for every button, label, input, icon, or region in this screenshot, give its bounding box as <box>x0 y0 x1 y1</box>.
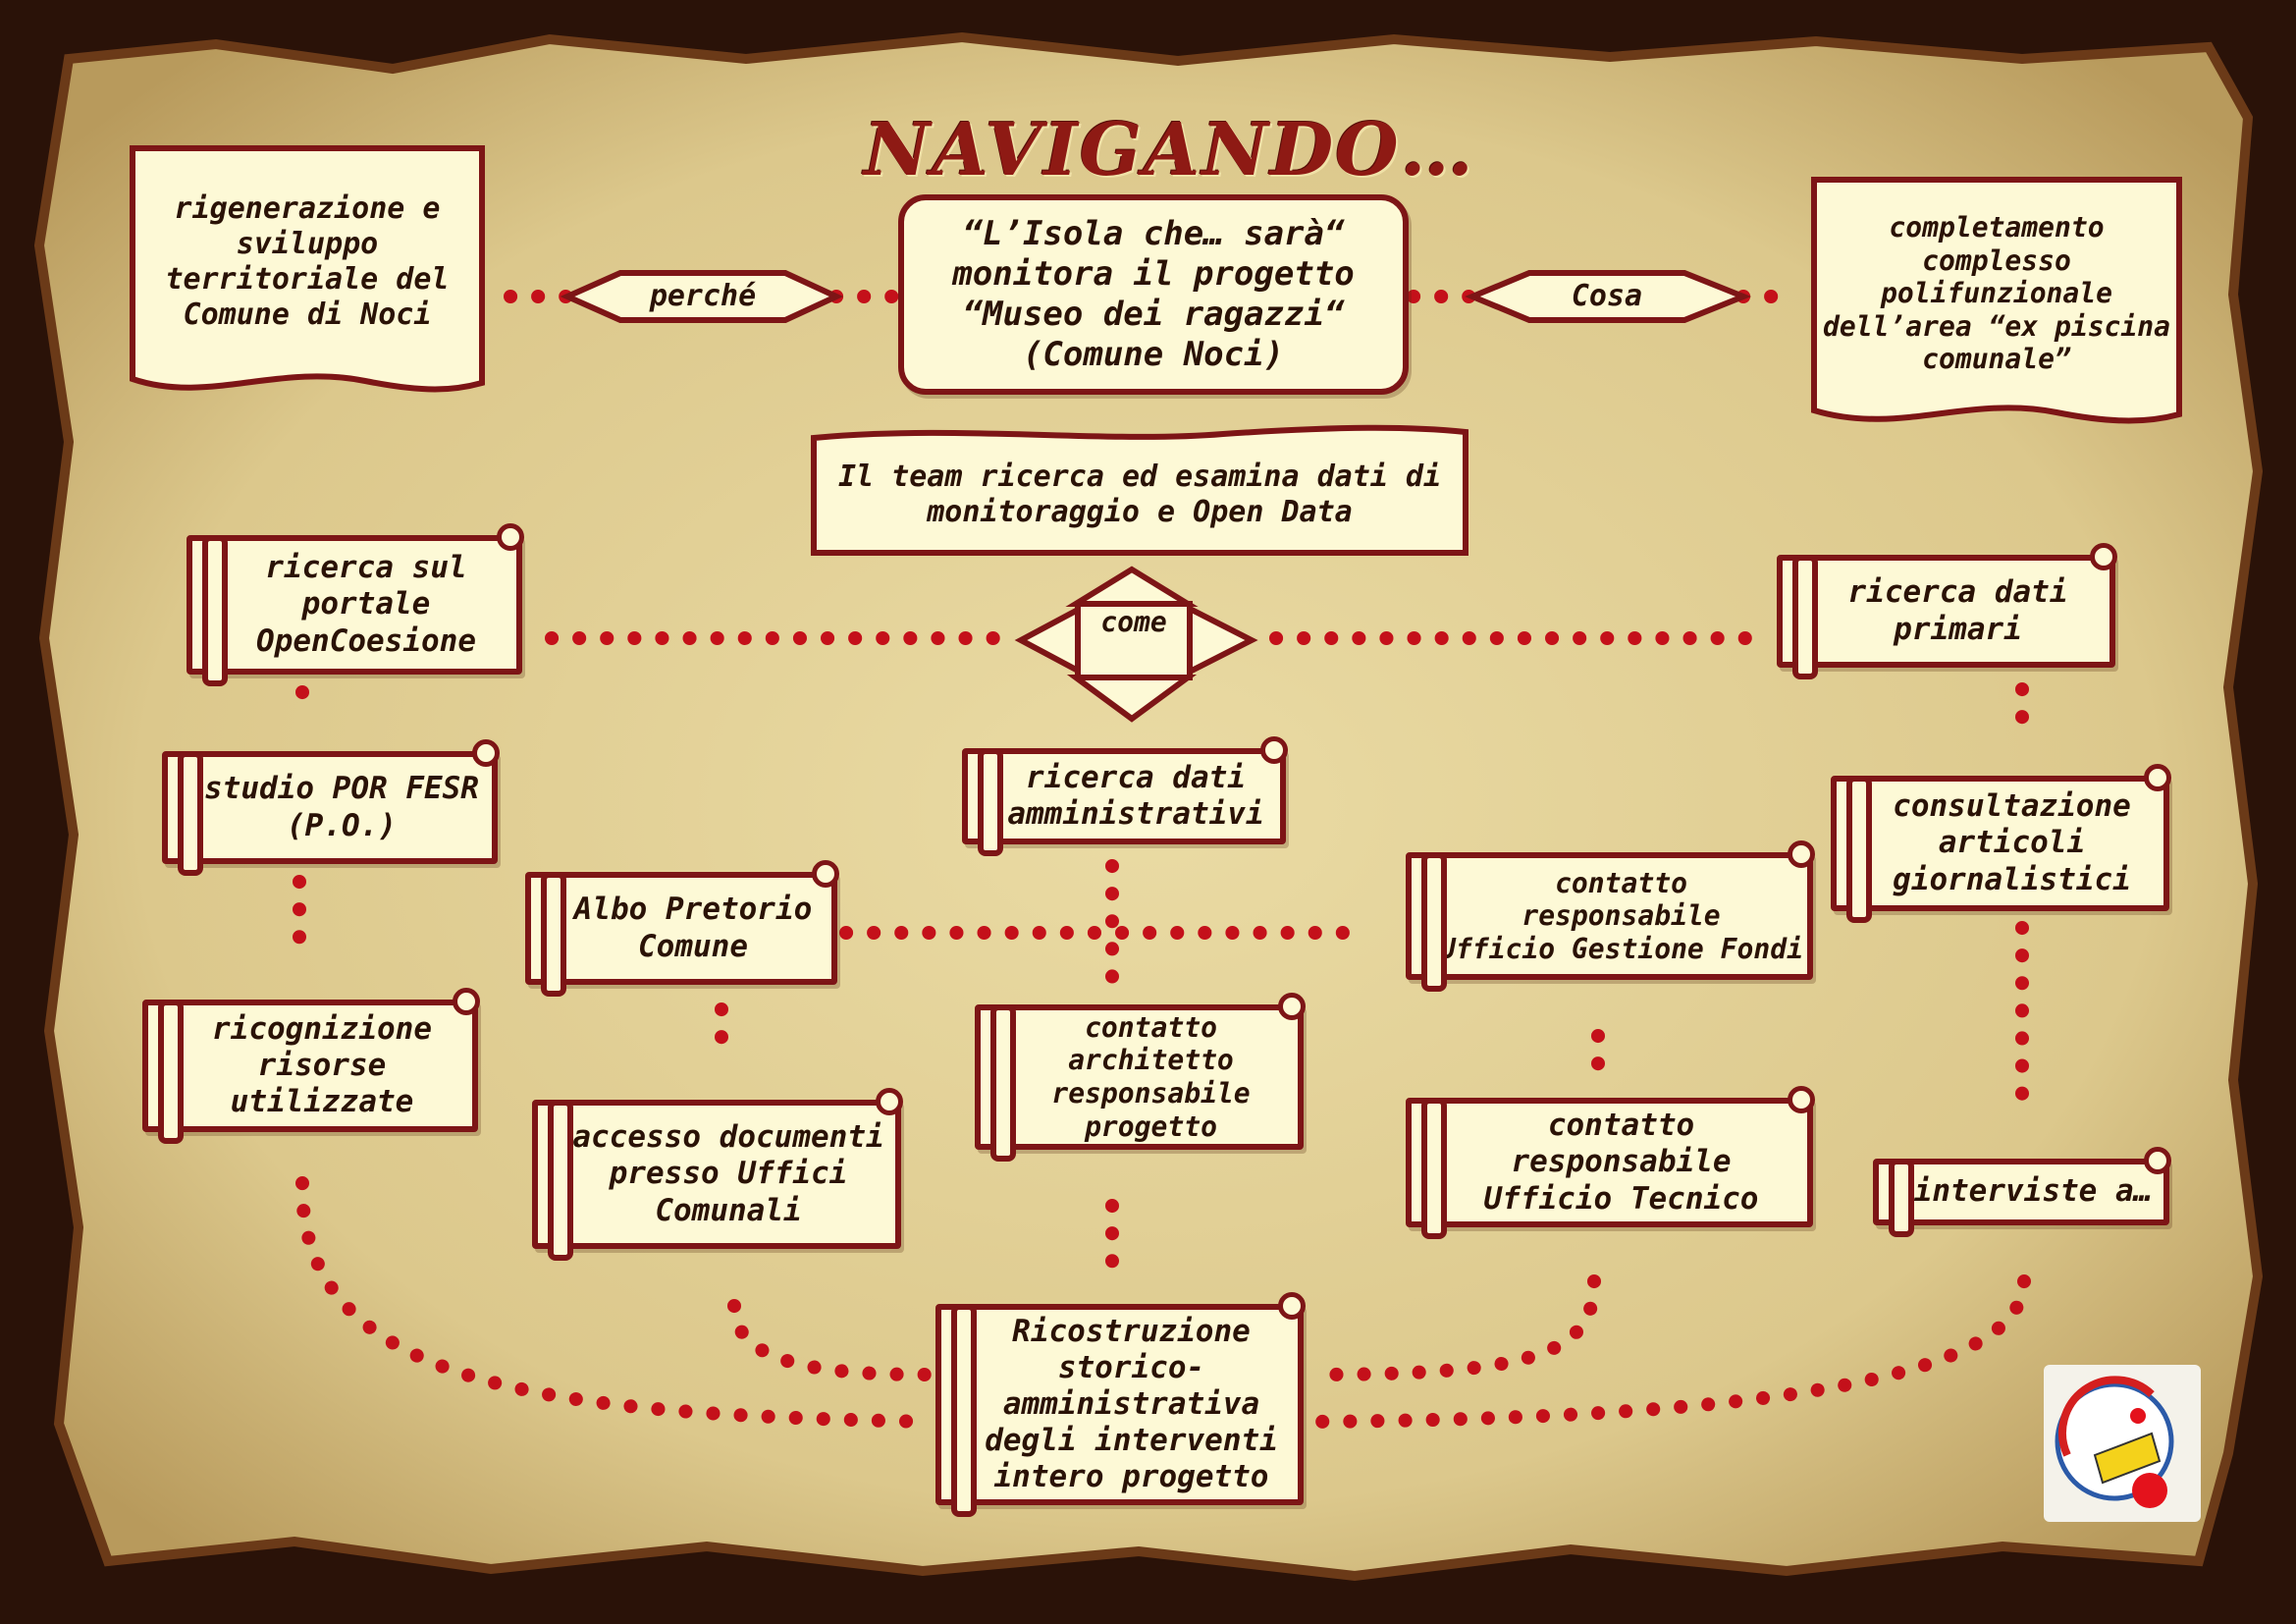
node-por-fesr-text: studio POR FESR (P.O.) <box>204 771 479 843</box>
node-ricognizione: ricognizione risorse utilizzate <box>142 988 480 1144</box>
node-gestione-fondi: contatto responsabile Ufficio Gestione F… <box>1406 840 1815 992</box>
right-document-text: completamento complesso polifunzionale d… <box>1822 211 2170 376</box>
node-opencoesione-text: ricerca sul portale OpenCoesione <box>256 550 476 659</box>
team-banner-text: Il team ricerca ed esamina dati di monit… <box>837 460 1442 529</box>
team-banner: Il team ricerca ed esamina dati di monit… <box>811 424 1468 556</box>
left-document-box: rigenerazione e sviluppo territoriale de… <box>130 145 485 393</box>
come-label: come <box>1100 606 1167 638</box>
node-por-fesr: studio POR FESR (P.O.) <box>162 739 500 876</box>
node-gestione-fondi-text: contatto responsabile Ufficio Gestione F… <box>1439 866 1803 965</box>
team-banner-wave <box>811 424 1468 449</box>
node-opencoesione: ricerca sul portale OpenCoesione <box>187 523 524 686</box>
node-accesso-documenti: accesso documenti presso Uffici Comunali <box>532 1088 903 1261</box>
node-ufficio-tecnico-text: contatto responsabile Ufficio Tecnico <box>1483 1108 1759 1217</box>
perche-label: perché <box>649 279 757 313</box>
node-dati-primari: ricerca dati primari <box>1777 543 2117 679</box>
cosa-label: Cosa <box>1571 279 1643 313</box>
left-document-text: rigenerazione e sviluppo territoriale de… <box>165 191 450 332</box>
node-ricostruzione-text: Ricostruzione storico- amministrativa de… <box>985 1313 1278 1495</box>
isola-logo <box>2044 1365 2201 1522</box>
isola-logo-icon <box>2055 1376 2174 1508</box>
node-albo-pretorio-text: Albo Pretorio Comune <box>573 892 813 964</box>
node-dati-amministrativi: ricerca dati amministrativi <box>962 736 1288 856</box>
node-dati-amministrativi-text: ricerca dati amministrativi <box>1007 759 1264 832</box>
right-document-box: completamento complesso polifunzionale d… <box>1811 177 2182 424</box>
node-ufficio-tecnico: contatto responsabile Ufficio Tecnico <box>1406 1086 1815 1239</box>
node-ricostruzione: Ricostruzione storico- amministrativa de… <box>935 1292 1306 1517</box>
node-ricognizione-text: ricognizione risorse utilizzate <box>212 1010 432 1120</box>
node-accesso-documenti-text: accesso documenti presso Uffici Comunali <box>572 1119 884 1228</box>
node-articoli-text: consultazione articoli giornalistici <box>1893 788 2131 897</box>
node-albo-pretorio: Albo Pretorio Comune <box>525 860 839 997</box>
center-project-text: “L’Isola che… sarà“ monitora il progetto… <box>952 214 1355 374</box>
node-architetto: contatto architetto responsabile progett… <box>975 993 1306 1162</box>
node-dati-primari-text: ricerca dati primari <box>1847 574 2068 647</box>
diagram-title: NAVIGANDO… <box>864 108 1475 192</box>
node-architetto-text: contatto architetto responsabile progett… <box>1051 1010 1251 1143</box>
node-articoli: consultazione articoli giornalistici <box>1831 764 2171 923</box>
node-interviste: interviste a… <box>1873 1147 2171 1237</box>
center-project-box: “L’Isola che… sarà“ monitora il progetto… <box>898 194 1409 395</box>
right-document-wave <box>1811 395 2182 424</box>
left-document-wave <box>130 363 485 393</box>
node-interviste-text: interviste a… <box>1913 1173 2153 1210</box>
